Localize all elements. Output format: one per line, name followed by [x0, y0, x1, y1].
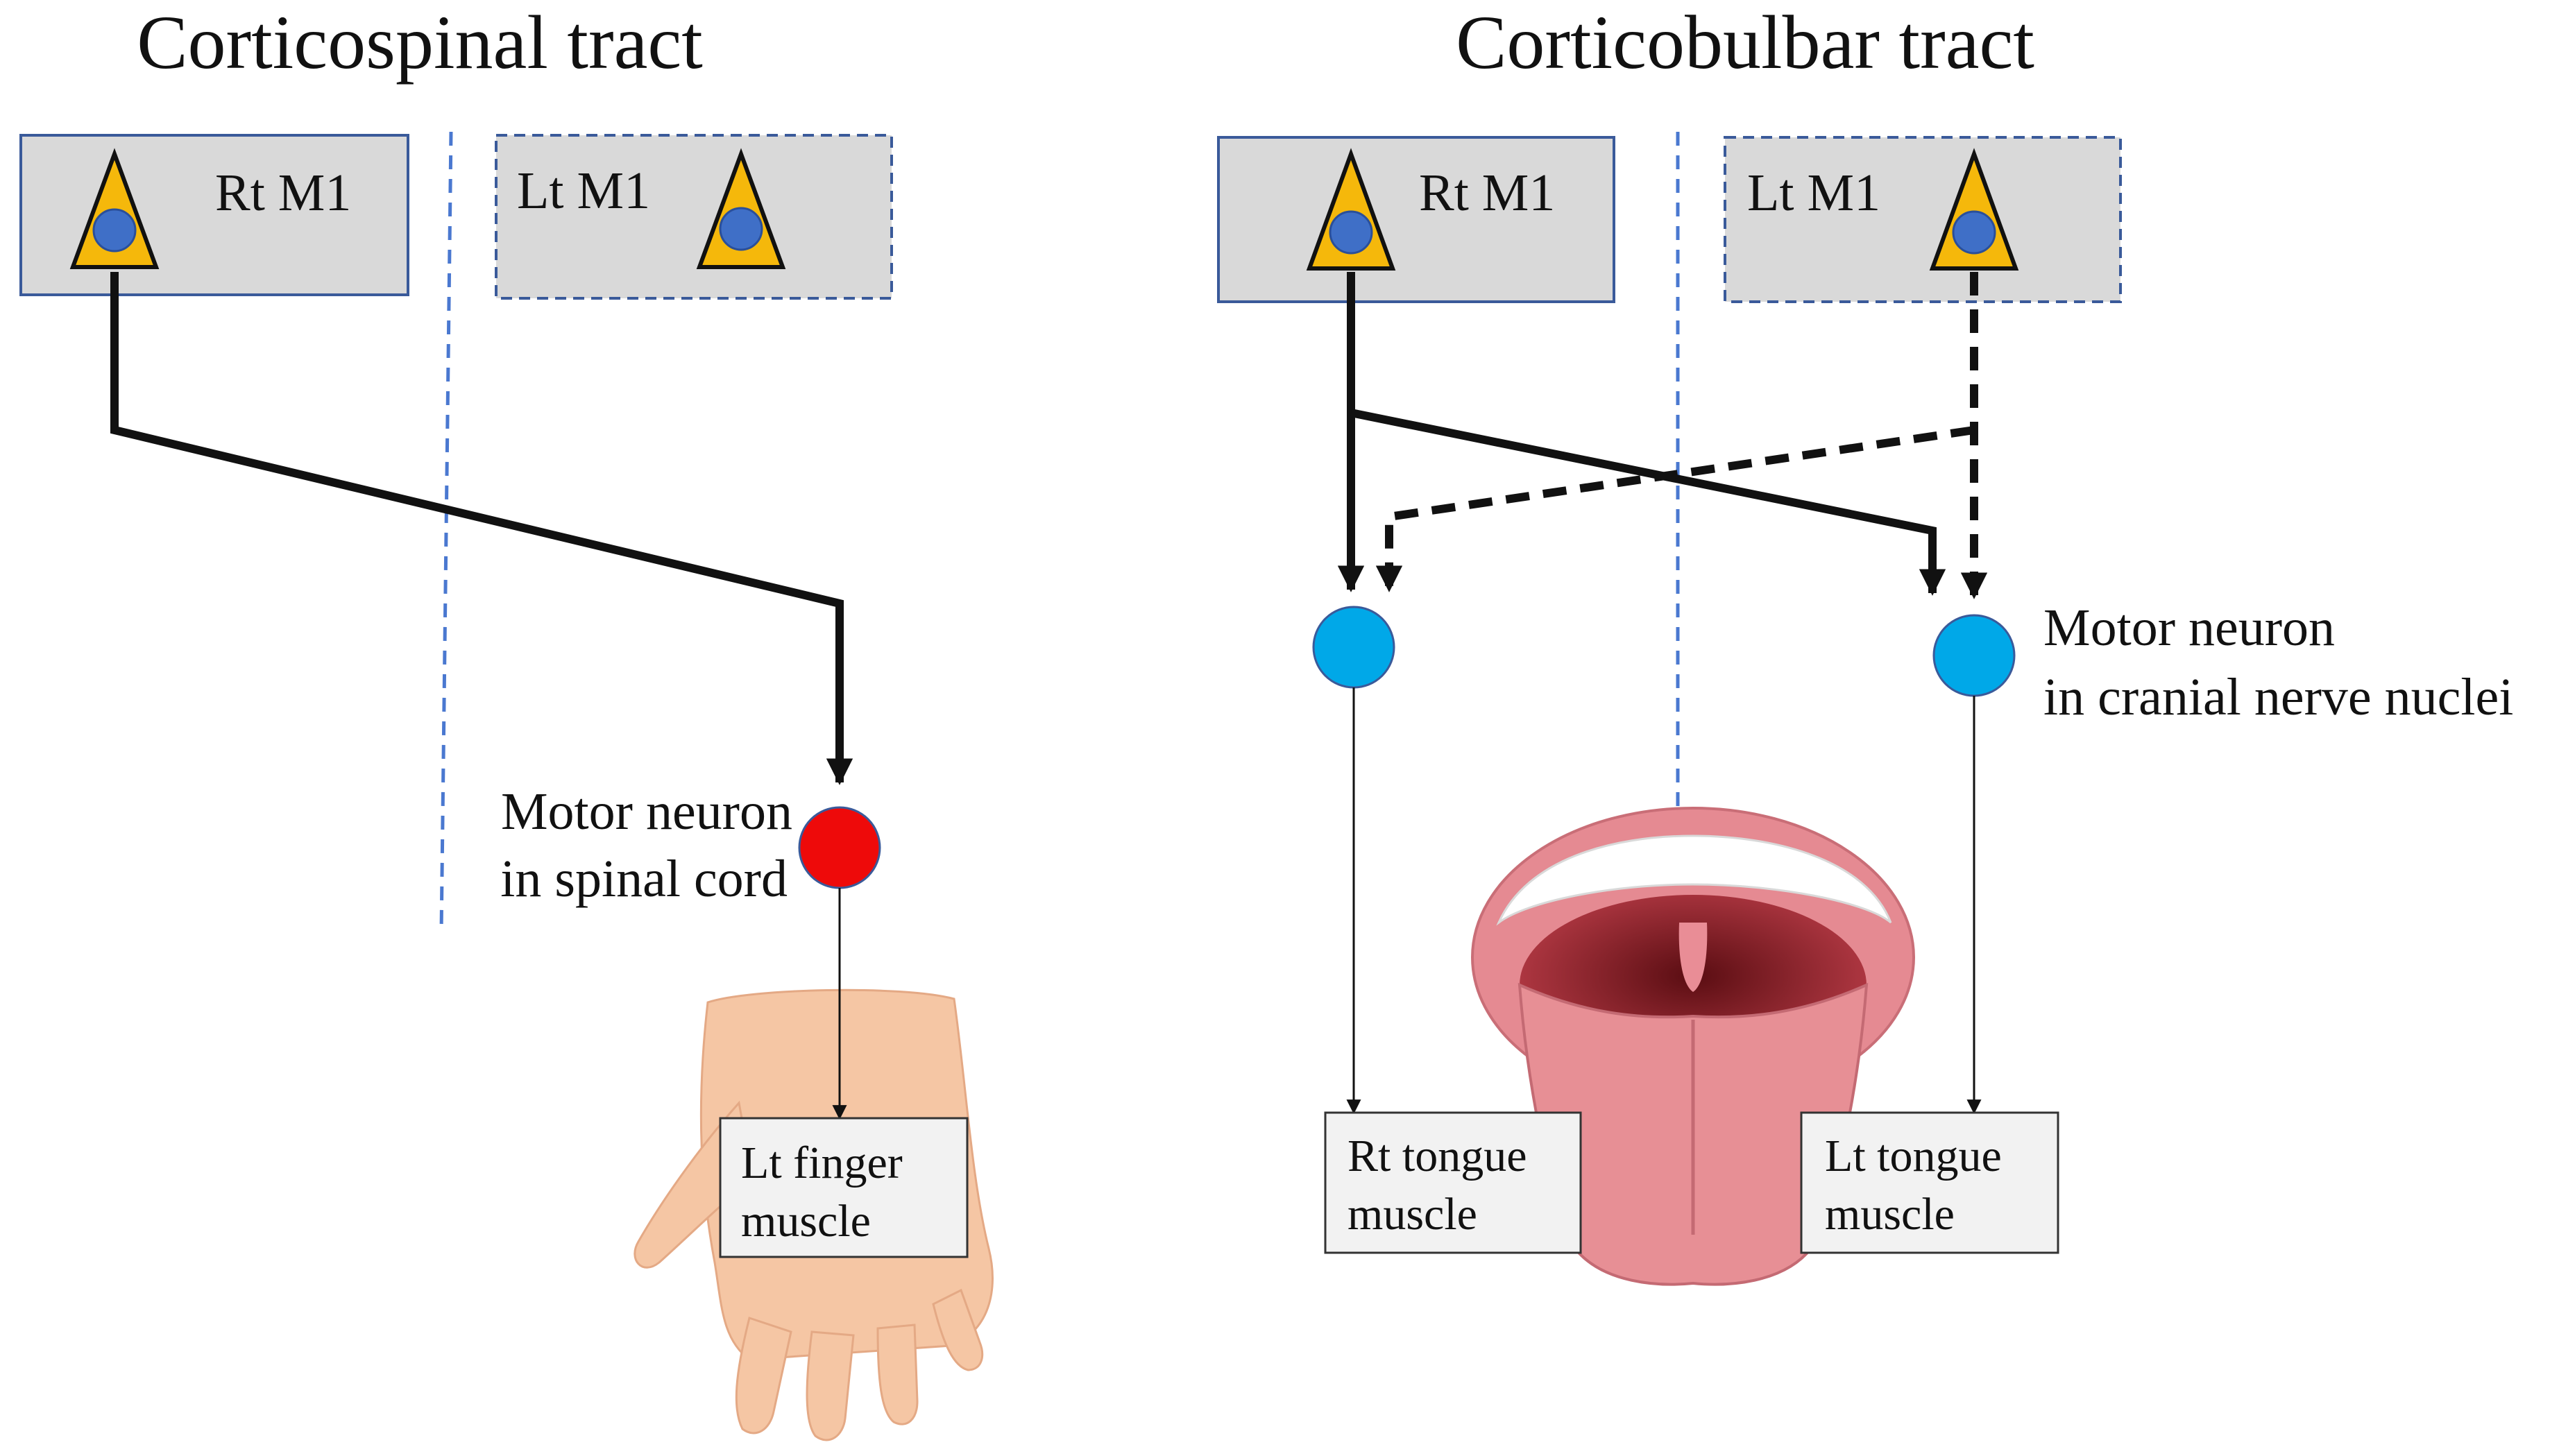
- spinal-neuron-label-line2: in spinal cord: [500, 850, 788, 908]
- lt-m1-label: Lt M1: [517, 162, 650, 220]
- cranial-neuron-label-line2: in cranial nerve nuclei: [2043, 668, 2513, 726]
- cranial-motor-neuron-right: [1312, 606, 1395, 689]
- spinal-motor-neuron: [798, 806, 881, 889]
- cortex-box-lt-m1-spinal: Lt M1: [495, 134, 893, 300]
- pyramidal-neuron-icon: [1929, 148, 2019, 271]
- rt-tongue-label-line2: muscle: [1347, 1189, 1477, 1240]
- rt-m1-contralateral-pathway: [1350, 409, 1946, 596]
- cranial-motor-neuron-left: [1932, 614, 2016, 697]
- finger-muscle-label-line1: Lt finger: [741, 1138, 903, 1188]
- rt-tongue-muscle-box: Rt tongue muscle: [1324, 1111, 1582, 1254]
- spinal-neuron-label-line1: Motor neuron: [501, 782, 792, 841]
- rt-m1-label-bulbar: Rt M1: [1419, 164, 1555, 222]
- pyramidal-neuron-icon: [696, 148, 786, 269]
- lt-m1-label-bulbar: Lt M1: [1747, 164, 1880, 222]
- rt-tongue-label-line1: Rt tongue: [1347, 1131, 1527, 1181]
- lt-tongue-label-line1: Lt tongue: [1825, 1131, 2002, 1181]
- lt-m1-contralateral-pathway: [1375, 426, 1975, 592]
- rt-m1-label: Rt M1: [215, 164, 351, 222]
- corticospinal-pathway: [110, 272, 853, 785]
- cortex-box-rt-m1-bulbar: Rt M1: [1217, 136, 1615, 303]
- lt-tongue-muscle-box: Lt tongue muscle: [1800, 1111, 2059, 1254]
- lt-tongue-label-line2: muscle: [1825, 1189, 1955, 1240]
- corticobulbar-title: Corticobulbar tract: [1456, 0, 2034, 85]
- midline-left: [439, 131, 453, 934]
- corticospinal-title: Corticospinal tract: [137, 0, 703, 85]
- finger-muscle-box: Lt finger muscle: [719, 1117, 969, 1258]
- cortex-box-rt-m1-spinal: Rt M1: [19, 134, 409, 296]
- pyramidal-neuron-icon: [69, 148, 160, 269]
- cortex-box-lt-m1-bulbar: Lt M1: [1724, 136, 2122, 303]
- cranial-neuron-label-line1: Motor neuron: [2043, 599, 2335, 657]
- open-mouth-tongue-icon: [1471, 807, 1915, 1286]
- pyramidal-neuron-icon: [1306, 148, 1396, 271]
- finger-muscle-label-line2: muscle: [741, 1196, 871, 1247]
